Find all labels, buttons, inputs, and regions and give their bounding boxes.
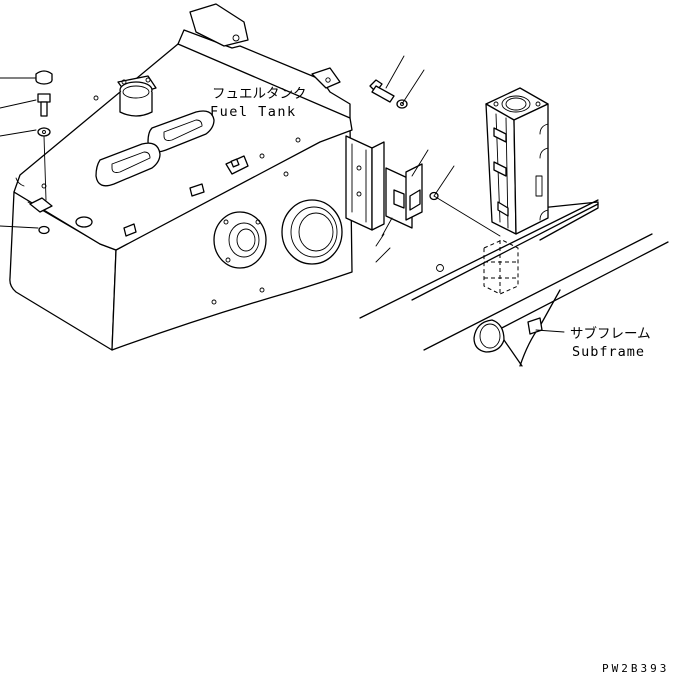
cap-left xyxy=(35,70,53,85)
top-fitting-3 xyxy=(123,223,137,237)
fuel-gauge-port xyxy=(213,211,267,269)
subframe-tube-end xyxy=(473,319,505,353)
top-fitting-2 xyxy=(189,183,205,197)
fuel-tank-label-jp: フュエルタンク xyxy=(212,86,307,102)
tank-mount-tab-top xyxy=(189,3,249,47)
washer-left-lower xyxy=(38,225,50,235)
subframe-label-jp: サブフレーム xyxy=(570,325,651,342)
fuel-suction-port xyxy=(281,199,343,265)
bolt-right xyxy=(369,79,395,103)
subframe xyxy=(359,87,669,367)
subframe-leader xyxy=(535,329,565,333)
bolt-left xyxy=(37,93,51,117)
tank-rear-edge xyxy=(177,29,351,119)
bracket-plate-1 xyxy=(345,135,373,231)
inspection-cover-1 xyxy=(147,110,215,153)
inspection-cover-2 xyxy=(95,142,161,187)
fuel-tank xyxy=(9,3,353,351)
tank-top-face xyxy=(13,43,353,251)
subframe-post xyxy=(483,87,549,295)
tab-hole-2 xyxy=(325,77,331,83)
subframe-label-en: Subframe xyxy=(572,344,645,360)
fuel-tank-label-en: Fuel Tank xyxy=(210,104,297,120)
washer-left xyxy=(37,127,51,137)
mounting-brackets xyxy=(345,135,423,247)
tank-mount-tab-right xyxy=(311,67,341,89)
tab-hole xyxy=(232,34,240,42)
drain-plug-boss xyxy=(75,216,93,228)
filler-neck xyxy=(117,75,157,117)
tank-left-bracket xyxy=(29,197,53,213)
drawing-code: PW2B393 xyxy=(602,662,669,675)
leader-lines xyxy=(0,55,455,263)
subframe-block xyxy=(527,317,543,335)
